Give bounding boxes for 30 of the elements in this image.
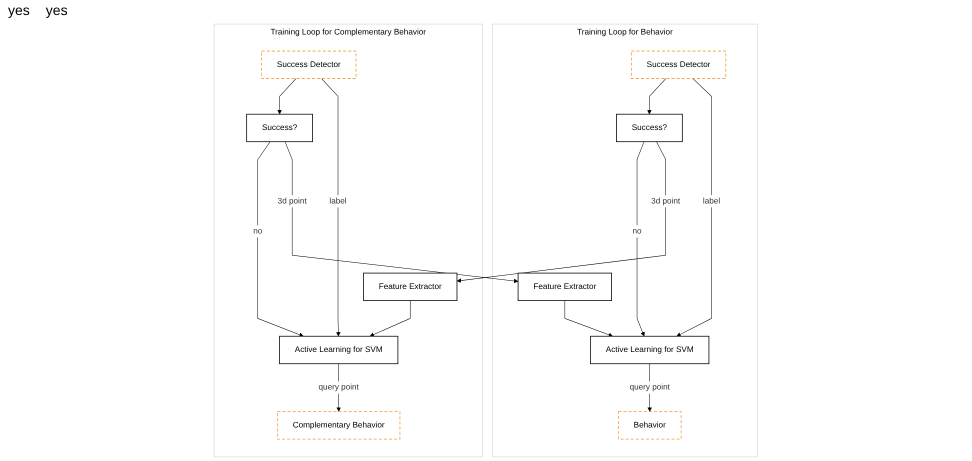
arrow [278, 78, 297, 114]
arrow [637, 141, 646, 336]
arrow [285, 141, 519, 284]
node-box: Behavior [618, 411, 682, 440]
node-box: Active Learning for SVM [590, 336, 710, 364]
node-box: Success Detector [631, 50, 726, 79]
node-box: Success Detector [262, 50, 357, 79]
arrow [258, 141, 304, 337]
node-box: Success? [616, 114, 684, 142]
node-box: Feature Extractor [363, 272, 458, 301]
edge-label: no [254, 226, 263, 236]
note-text: yes [46, 2, 68, 18]
edge-label: label [330, 196, 347, 206]
arrow [676, 78, 712, 336]
edge-label: label [703, 196, 720, 206]
arrow [564, 300, 614, 337]
node-box: Active Learning for SVM [279, 336, 399, 364]
note-text: yes [8, 2, 30, 18]
node-box: Success? [246, 114, 314, 142]
arrow [647, 78, 666, 114]
edge-label: 3d point [652, 196, 681, 206]
edge-label: query point [318, 383, 360, 392]
edge-label: no [632, 226, 642, 236]
node-box: Feature Extractor [518, 272, 612, 301]
edge-label: query point [630, 383, 670, 392]
edge-label: 3d point [278, 196, 307, 206]
arrow [322, 78, 341, 336]
arrow [370, 300, 411, 337]
node-box: Complementary Behavior [277, 411, 401, 440]
arrow [457, 141, 666, 283]
